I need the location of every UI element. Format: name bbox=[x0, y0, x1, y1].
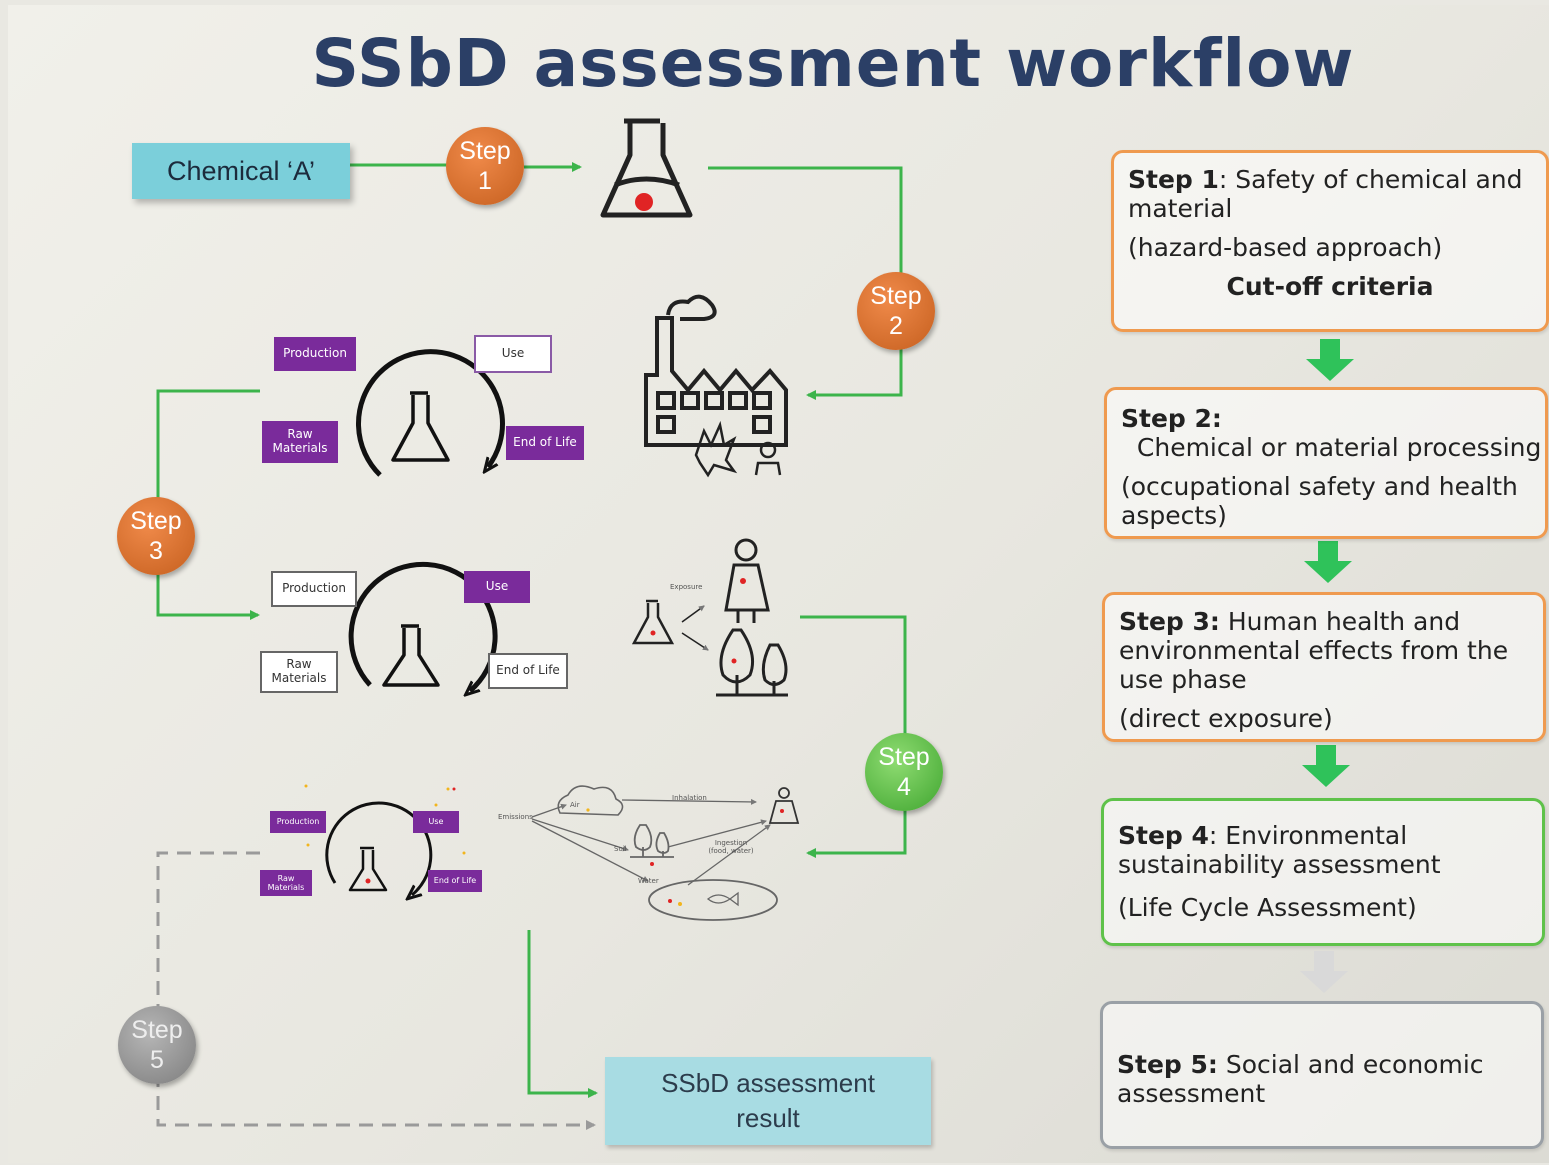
lifecycle2-end-of-life-label: End of Life bbox=[488, 653, 568, 689]
flow-arrow-1-2 bbox=[1306, 339, 1354, 381]
step2-badge-word: Step bbox=[870, 282, 922, 310]
step2-box: Step 2: Chemical or material processing … bbox=[1104, 387, 1548, 539]
factory-icon bbox=[644, 294, 788, 478]
step2-box-sub: (occupational safety and health aspects) bbox=[1121, 472, 1518, 530]
step4-box-head: Step 4 bbox=[1118, 821, 1209, 850]
slide: SSbD assessment workflow bbox=[8, 5, 1549, 1163]
step1-box-text: Safety of chemical and material bbox=[1128, 165, 1523, 223]
chemical-a-box: Chemical ‘A’ bbox=[132, 143, 350, 199]
environmental-fate-icon bbox=[531, 785, 800, 921]
ingestion-label: Ingestion (food, water) bbox=[708, 839, 754, 855]
step4-badge: Step 4 bbox=[865, 733, 943, 811]
lifecycle3-production-label: Production bbox=[270, 811, 326, 833]
lifecycle3-end-of-life-label: End of Life bbox=[428, 870, 482, 892]
step2-badge-num: 2 bbox=[889, 312, 903, 340]
step5-connector bbox=[156, 851, 596, 1130]
soil-label: Soil bbox=[614, 845, 627, 853]
result-connector bbox=[527, 930, 598, 1098]
step1-box: Step 1: Safety of chemical and material … bbox=[1111, 150, 1549, 332]
flow-arrow-4-5 bbox=[1300, 951, 1348, 993]
lifecycle1-end-of-life-label: End of Life bbox=[506, 426, 584, 460]
page-title: SSbD assessment workflow bbox=[311, 25, 1355, 102]
step3-box-text: Human health and environmental effects f… bbox=[1119, 607, 1509, 694]
step2-box-head: Step 2: bbox=[1121, 404, 1222, 433]
step1-box-head: Step 1 bbox=[1128, 165, 1219, 194]
step4-box-sub: (Life Cycle Assessment) bbox=[1118, 893, 1417, 922]
step3-box-head: Step 3: bbox=[1119, 607, 1220, 636]
step5-box-head: Step 5: bbox=[1117, 1050, 1218, 1079]
step3-badge-word: Step bbox=[130, 507, 182, 535]
step3-badge: Step 3 bbox=[117, 497, 195, 575]
lifecycle1-raw-materials-label: Raw Materials bbox=[262, 421, 338, 463]
lifecycle2-production-label: Production bbox=[271, 571, 357, 607]
ssbd-result-box: SSbD assessment result bbox=[605, 1057, 931, 1145]
lifecycle3-raw-materials-label: Raw Materials bbox=[260, 870, 312, 896]
step2-badge: Step 2 bbox=[857, 272, 935, 350]
step2-box-text: Chemical or material processing safety bbox=[1136, 433, 1542, 462]
step4-badge-num: 4 bbox=[897, 773, 911, 801]
step3-badge-num: 3 bbox=[149, 537, 163, 565]
step1-connector bbox=[342, 162, 582, 172]
step4-box: Step 4: Environmental sustainability ass… bbox=[1101, 798, 1545, 946]
step4-badge-word: Step bbox=[878, 743, 930, 771]
emissions-label: Emissions bbox=[498, 813, 533, 821]
water-label: Water bbox=[638, 877, 659, 885]
step5-box: Step 5: Social and economic assessment bbox=[1100, 1001, 1544, 1149]
step1-box-cutoff: Cut-off criteria bbox=[1226, 272, 1434, 301]
air-label: Air bbox=[570, 801, 580, 809]
step5-box-text: Social and economic assessment bbox=[1117, 1050, 1484, 1108]
step1-badge: Step 1 bbox=[446, 127, 524, 205]
exposure-label: Exposure bbox=[670, 583, 703, 591]
step5-badge-word: Step bbox=[131, 1016, 183, 1044]
step1-box-sub: (hazard-based approach) bbox=[1128, 233, 1443, 262]
step5-badge: Step 5 bbox=[118, 1006, 196, 1084]
lifecycle1-production-label: Production bbox=[274, 337, 356, 371]
step4-box-text: Environmental sustainability assessment bbox=[1118, 821, 1441, 879]
inhalation-label: Inhalation bbox=[672, 794, 707, 802]
step4-box-sep: : bbox=[1208, 821, 1218, 850]
flow-arrow-2-3 bbox=[1304, 541, 1352, 583]
step1-badge-num: 1 bbox=[478, 167, 492, 195]
lifecycle-cycle-2 bbox=[348, 561, 498, 691]
result-line-1: SSbD assessment bbox=[661, 1068, 875, 1098]
lifecycle-cycle-3 bbox=[304, 784, 466, 896]
step5-badge-num: 5 bbox=[150, 1046, 164, 1074]
lifecycle3-use-label: Use bbox=[413, 811, 459, 833]
result-line-2: result bbox=[736, 1103, 800, 1133]
exposure-scene-icon bbox=[631, 538, 788, 697]
lifecycle1-use-label: Use bbox=[474, 335, 552, 373]
step3-box-sub: (direct exposure) bbox=[1119, 704, 1333, 733]
flow-arrow-3-4 bbox=[1302, 745, 1350, 787]
chemical-flask-icon bbox=[600, 118, 693, 218]
lifecycle2-raw-materials-label: Raw Materials bbox=[260, 651, 338, 693]
lifecycle-cycle-1 bbox=[356, 349, 505, 477]
step1-box-sep: : bbox=[1218, 165, 1228, 194]
lifecycle2-use-label: Use bbox=[464, 571, 530, 603]
step1-badge-word: Step bbox=[459, 137, 511, 165]
step3-box: Step 3: Human health and environmental e… bbox=[1102, 592, 1546, 742]
